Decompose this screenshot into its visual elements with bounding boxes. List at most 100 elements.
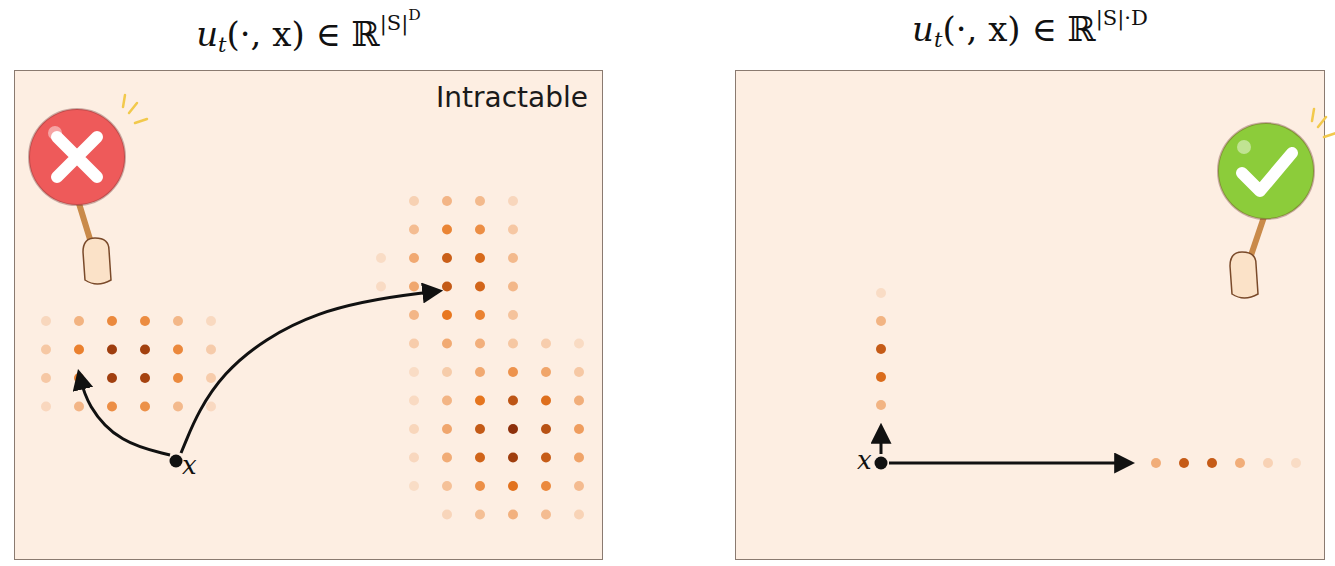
formula-part: (·, x) ∈ ℝ bbox=[227, 14, 380, 54]
probability-dot bbox=[508, 424, 518, 434]
probability-dot bbox=[541, 453, 551, 463]
transition-arrow bbox=[79, 373, 170, 455]
probability-dot bbox=[409, 282, 419, 292]
formula-part: (·, x) ∈ ℝ bbox=[942, 9, 1095, 49]
probability-dot bbox=[508, 453, 518, 463]
probability-dot bbox=[173, 316, 183, 326]
probability-dot bbox=[508, 282, 518, 292]
probability-dot bbox=[574, 510, 584, 520]
state-point bbox=[875, 457, 888, 470]
probability-dot bbox=[409, 367, 419, 377]
formula-part: u bbox=[196, 14, 218, 54]
illustration bbox=[736, 71, 1326, 561]
check-mark bbox=[1242, 153, 1292, 191]
probability-dot bbox=[574, 367, 584, 377]
probability-dot bbox=[41, 402, 51, 412]
formula-heading: ut(·, x) ∈ ℝ|S|D bbox=[15, 7, 602, 55]
probability-dot bbox=[442, 282, 452, 292]
state-point bbox=[170, 455, 183, 468]
probability-dot bbox=[508, 225, 518, 235]
probability-dot bbox=[107, 316, 117, 326]
status-label: Intractable bbox=[436, 81, 588, 114]
probability-dot bbox=[409, 396, 419, 406]
probability-dot bbox=[508, 510, 518, 520]
reject-sign-icon bbox=[29, 95, 147, 284]
probability-dot bbox=[574, 424, 584, 434]
probability-dot bbox=[475, 310, 485, 320]
probability-dot bbox=[541, 510, 551, 520]
probability-dot bbox=[140, 402, 150, 412]
probability-dot bbox=[574, 453, 584, 463]
probability-dot bbox=[475, 253, 485, 263]
probability-dot bbox=[173, 402, 183, 412]
probability-dot bbox=[1207, 458, 1217, 468]
probability-dot bbox=[508, 339, 518, 349]
probability-dot bbox=[541, 481, 551, 491]
probability-dot bbox=[409, 424, 419, 434]
hand-shape bbox=[83, 238, 111, 284]
probability-dot bbox=[508, 396, 518, 406]
probability-dot bbox=[442, 424, 452, 434]
probability-dot bbox=[140, 316, 150, 326]
probability-dot bbox=[876, 344, 886, 354]
formula-part: |S| bbox=[380, 10, 409, 35]
probability-dot bbox=[442, 339, 452, 349]
probability-dot bbox=[409, 339, 419, 349]
probability-dot bbox=[541, 367, 551, 377]
sparkle-lines bbox=[1312, 109, 1335, 137]
probability-dot bbox=[475, 282, 485, 292]
probability-dot bbox=[541, 339, 551, 349]
probability-dot bbox=[409, 481, 419, 491]
probability-dot bbox=[508, 253, 518, 263]
probability-dot bbox=[442, 481, 452, 491]
probability-dot bbox=[442, 310, 452, 320]
probability-dot bbox=[74, 402, 84, 412]
sign-disc bbox=[1218, 123, 1314, 219]
probability-dot bbox=[409, 310, 419, 320]
probability-dot bbox=[508, 367, 518, 377]
probability-dot bbox=[1179, 458, 1189, 468]
probability-dot bbox=[442, 367, 452, 377]
probability-dot bbox=[876, 372, 886, 382]
probability-dot bbox=[173, 345, 183, 355]
probability-dot bbox=[409, 453, 419, 463]
probability-dot bbox=[107, 402, 117, 412]
probability-dot bbox=[475, 510, 485, 520]
formula-part: D bbox=[408, 5, 421, 24]
formula-part: u bbox=[912, 9, 934, 49]
probability-dot bbox=[107, 373, 117, 383]
formula-part: |S|·D bbox=[1096, 5, 1148, 30]
probability-dot bbox=[41, 345, 51, 355]
probability-dot bbox=[876, 400, 886, 410]
probability-dot bbox=[475, 424, 485, 434]
probability-dot bbox=[376, 253, 386, 263]
probability-dot bbox=[442, 453, 452, 463]
probability-dot bbox=[475, 339, 485, 349]
sparkle-lines bbox=[123, 95, 147, 123]
probability-dot bbox=[409, 225, 419, 235]
probability-dot bbox=[876, 316, 886, 326]
probability-dot bbox=[206, 345, 216, 355]
probability-dot bbox=[475, 367, 485, 377]
illustration bbox=[15, 71, 604, 561]
probability-dot bbox=[74, 345, 84, 355]
probability-dot bbox=[442, 396, 452, 406]
transition-arrow bbox=[889, 462, 1131, 465]
accept-sign-icon bbox=[1218, 109, 1335, 298]
probability-dot bbox=[475, 481, 485, 491]
probability-dot bbox=[1263, 458, 1273, 468]
probability-dot bbox=[541, 424, 551, 434]
probability-dot bbox=[140, 373, 150, 383]
probability-dot bbox=[442, 225, 452, 235]
probability-dot bbox=[574, 481, 584, 491]
point-label: x bbox=[182, 452, 197, 478]
probability-dot bbox=[1235, 458, 1245, 468]
probability-dot bbox=[409, 253, 419, 263]
probability-dot bbox=[442, 510, 452, 520]
formula-heading: ut(·, x) ∈ ℝ|S|·D bbox=[736, 7, 1324, 50]
formula-part: t bbox=[218, 32, 226, 57]
probability-dot bbox=[206, 373, 216, 383]
probability-dot bbox=[1291, 458, 1301, 468]
